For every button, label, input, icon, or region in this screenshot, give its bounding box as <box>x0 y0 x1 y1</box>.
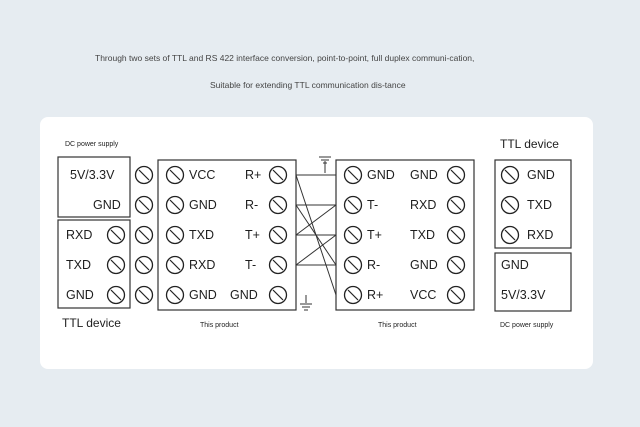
ground-symbol-icon <box>300 295 312 311</box>
intro-text: Through two sets of TTL and RS 422 inter… <box>95 53 475 63</box>
wire-cross-4 <box>295 234 337 266</box>
suitable-text: Suitable for extending TTL communication… <box>210 80 406 90</box>
screw-terminal-icon <box>446 195 466 215</box>
product2-right-pin-1: GND <box>410 168 438 182</box>
left-ttl-pin-1: RXD <box>66 228 92 242</box>
wire-cross-2 <box>295 204 337 266</box>
right-ttl-pin-1: GND <box>527 168 555 182</box>
screw-terminal-icon <box>500 165 520 185</box>
screw-terminal-icon <box>268 225 288 245</box>
screw-terminal-icon <box>165 225 185 245</box>
product1-left-pin-5: GND <box>189 288 217 302</box>
screw-terminal-icon <box>165 285 185 305</box>
right-power-gnd: GND <box>501 258 529 272</box>
right-ttl-pin-2: TXD <box>527 198 552 212</box>
right-power-voltage: 5V/3.3V <box>501 288 546 302</box>
product2-right-pin-4: GND <box>410 258 438 272</box>
product2-right-pins: GND RXD TXD GND VCC <box>410 168 438 302</box>
product1-right-pin-4: T- <box>245 258 256 272</box>
product1-left-pin-3: TXD <box>189 228 214 242</box>
screw-terminal-icon <box>106 255 126 275</box>
ground-symbol-icon <box>319 156 331 173</box>
product1-right-pin-5: GND <box>230 288 258 302</box>
screw-terminal-icon <box>106 285 126 305</box>
product2-caption: This product <box>378 322 417 329</box>
screw-terminal-icon <box>343 165 363 185</box>
wire-cross-3 <box>295 204 337 236</box>
left-power-voltage: 5V/3.3V <box>70 168 115 182</box>
screw-terminal-icon <box>165 195 185 215</box>
right-ttl-box <box>494 159 572 249</box>
screw-terminal-icon <box>343 195 363 215</box>
screw-terminal-icon <box>500 195 520 215</box>
screw-terminal-icon <box>343 225 363 245</box>
screw-terminal-icon <box>134 195 154 215</box>
product2-left-pin-4: R- <box>367 258 380 272</box>
wiring-diagram: DC power supply 5V/3.3V GND RXD TXD GND … <box>57 137 572 330</box>
product2-right-pin-5: VCC <box>410 288 436 302</box>
product1-right-pin-1: R+ <box>245 168 261 182</box>
screw-terminal-icon <box>500 225 520 245</box>
screw-terminal-icon <box>165 165 185 185</box>
screw-terminal-icon <box>446 285 466 305</box>
screw-terminal-icon <box>446 255 466 275</box>
screw-terminal-icon <box>134 165 154 185</box>
left-ttl-caption: TTL device <box>62 316 121 330</box>
screw-terminal-icon <box>134 225 154 245</box>
product1-right-pins: R+ R- T+ T- GND <box>230 168 261 302</box>
left-ttl-pin-2: TXD <box>66 258 91 272</box>
screw-terminal-icon <box>446 225 466 245</box>
product2-right-pin-3: TXD <box>410 228 435 242</box>
product1-left-pin-4: RXD <box>189 258 215 272</box>
product2-left-pin-1: GND <box>367 168 395 182</box>
product2-right-pin-2: RXD <box>410 198 436 212</box>
screw-terminal-icon <box>268 165 288 185</box>
left-power-gnd: GND <box>93 198 121 212</box>
screw-terminal-icon <box>343 255 363 275</box>
right-power-box <box>494 252 572 312</box>
right-power-caption: DC power supply <box>500 322 554 329</box>
product2-left-pin-2: T- <box>367 198 378 212</box>
product1-caption: This product <box>200 322 239 329</box>
screw-terminal-icon <box>268 285 288 305</box>
left-ttl-box <box>57 219 131 309</box>
terminals-layer <box>106 165 520 305</box>
product1-left-pin-2: GND <box>189 198 217 212</box>
right-ttl-pin-3: RXD <box>527 228 553 242</box>
left-power-caption: DC power supply <box>65 141 119 148</box>
product2-left-pin-5: R+ <box>367 288 383 302</box>
screw-terminal-icon <box>268 195 288 215</box>
screw-terminal-icon <box>134 285 154 305</box>
screw-terminal-icon <box>165 255 185 275</box>
product2-left-pin-3: T+ <box>367 228 382 242</box>
product1-right-pin-3: T+ <box>245 228 260 242</box>
screw-terminal-icon <box>446 165 466 185</box>
product1-left-pin-1: VCC <box>189 168 215 182</box>
screw-terminal-icon <box>268 255 288 275</box>
right-ttl-caption: TTL device <box>500 137 559 151</box>
rs422-wiring <box>295 174 337 296</box>
screw-terminal-icon <box>343 285 363 305</box>
diagram-panel: DC power supply 5V/3.3V GND RXD TXD GND … <box>40 117 593 369</box>
screw-terminal-icon <box>134 255 154 275</box>
product1-left-pins: VCC GND TXD RXD GND <box>189 168 217 302</box>
product1-right-pin-2: R- <box>245 198 258 212</box>
screw-terminal-icon <box>106 225 126 245</box>
left-ttl-pin-3: GND <box>66 288 94 302</box>
left-power-box <box>57 156 131 218</box>
product2-left-pins: GND T- T+ R- R+ <box>367 168 395 302</box>
